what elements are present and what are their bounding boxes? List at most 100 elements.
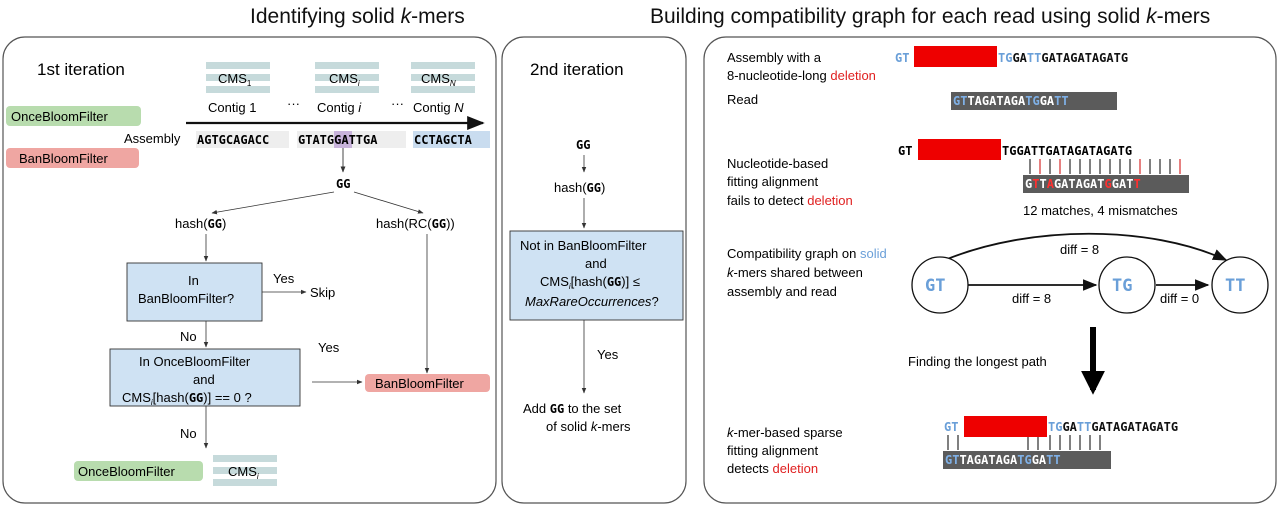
node-tg (1098, 256, 1156, 314)
p3-assembly-label-2: 8-nucleotide-long deletion (727, 68, 876, 83)
p2-kmer-gg: GG (576, 138, 590, 152)
ban-bloom-filter-label: BanBloomFilter (19, 151, 109, 166)
cmsn-stack: CMSN (411, 62, 475, 93)
in-ban-line1: In (188, 273, 199, 288)
svg-text:CMSi: CMSi (228, 464, 259, 481)
assembly-label: Assembly (124, 131, 181, 146)
assembly-seq-contig1: AGTGCAGACC (197, 133, 269, 147)
no-label-1: No (180, 329, 197, 344)
p3-kb-label-3: detects deletion (727, 461, 818, 476)
p3-cg-label-3: assembly and read (727, 284, 837, 299)
p3-kb-label-1: k-mer-based sparse (727, 425, 843, 440)
diff-label-gt-tg: diff = 8 (1012, 291, 1051, 306)
p3-assembly-label-1: Assembly with a (727, 50, 822, 65)
yes-label-2: Yes (318, 340, 340, 355)
yes-label-1: Yes (273, 271, 295, 286)
p3-deletion-block-1 (914, 46, 997, 67)
p3-read-bar-1 (951, 92, 1117, 110)
second-iteration-label: 2nd iteration (530, 60, 624, 79)
p3-nb-label-2: fitting alignment (727, 174, 818, 189)
p2-hash-gg: hash(GG) (554, 180, 605, 195)
p2-box-line1: Not in BanBloomFilter (520, 238, 647, 253)
p3-read-seq-3: GTTAGATAGATGGATT (945, 453, 1061, 467)
panel-compatibility-graph (703, 36, 1277, 504)
ellipsis-1: ··· (287, 96, 300, 111)
in-ban-decision-box (126, 262, 263, 322)
p2-box-line4: MaxRareOccurrences? (525, 294, 659, 309)
p3-nb-assembly-tail: TGGATTGATAGATAGATG (1002, 144, 1132, 158)
p2-add-line2: of solid k-mers (546, 419, 631, 434)
node-gt-label: GT (925, 276, 945, 296)
p3-nb-alignment-ticks (1029, 159, 1181, 174)
svg-text:CMSN: CMSN (421, 71, 456, 88)
p2-yes-label: Yes (597, 347, 619, 362)
p3-kb-alignment-ticks (947, 435, 1101, 450)
p3-assembly-seq-gt: GT (895, 51, 909, 65)
p3-read-label: Read (727, 92, 758, 107)
node-tt-label: TT (1225, 276, 1245, 296)
p2-decision-box (509, 230, 684, 321)
p3-read-seq-2: GTTAGATAGATGGATT (1025, 177, 1141, 191)
p3-read-bar-3 (943, 451, 1111, 469)
once-bloom-filter-label: OnceBloomFilter (11, 109, 108, 124)
cmsi-target-stack: CMSi (213, 455, 277, 486)
panel-second-iteration (501, 36, 687, 504)
node-tg-label: TG (1112, 276, 1132, 296)
hash-gg-label: hash(GG) (175, 216, 226, 231)
svg-text:CMS1: CMS1 (218, 71, 252, 88)
p3-cg-label-2: k-mers shared between (727, 265, 863, 280)
p3-assembly-seq-tail: TGGATTGATAGATAGATG (998, 51, 1128, 65)
p3-kb-assembly-tail: TGGATTGATAGATAGATG (1048, 420, 1178, 434)
once-bloom-filter-target-label: OnceBloomFilter (78, 464, 175, 479)
p2-add-line1: Add GG to the set (523, 401, 622, 416)
skip-label: Skip (310, 285, 335, 300)
cmsi-stack: CMSi (315, 62, 379, 93)
p3-deletion-block-3 (964, 416, 1047, 437)
ban-bloom-filter-target (365, 374, 490, 392)
in-ban-line2: BanBloomFilter? (138, 291, 234, 306)
in-once-line1: In OnceBloomFilter (139, 354, 251, 369)
p3-kb-label-2: fitting alignment (727, 443, 818, 458)
p3-kb-assembly-gt: GT (944, 420, 958, 434)
p3-read-bar-2 (1023, 175, 1189, 193)
title-left: Identifying solid k-mers (250, 5, 465, 28)
p2-box-line2: and (585, 256, 607, 271)
hash-rc-gg-label: hash(RC(GG)) (376, 216, 455, 231)
assembly-seq-contign: CCTAGCTA (414, 133, 473, 147)
ban-bloom-filter-target-label: BanBloomFilter (375, 376, 465, 391)
longest-path-label: Finding the longest path (908, 354, 1047, 369)
kmer-gg: GG (336, 177, 350, 191)
diff-label-tg-tt: diff = 0 (1160, 291, 1199, 306)
p3-nb-assembly-gt: GT (898, 144, 912, 158)
node-gt (911, 256, 969, 314)
node-tt (1211, 256, 1269, 314)
first-iteration-label: 1st iteration (37, 60, 125, 79)
diff-label-top: diff = 8 (1060, 242, 1099, 257)
cms1-stack: CMS1 (206, 62, 270, 93)
assembly-seq-contigi: GTATGGATTGA (298, 133, 378, 147)
p3-cg-label-1: Compatibility graph on solid (727, 246, 887, 261)
svg-text:CMSi: CMSi (329, 71, 360, 88)
contig-1-label: Contig 1 (208, 100, 256, 115)
ellipsis-2: ··· (391, 96, 404, 111)
title-right: Building compatibility graph for each re… (650, 5, 1210, 28)
p3-nb-label-3: fails to detect deletion (727, 193, 853, 208)
contig-i-label: Contig i (317, 100, 362, 115)
contig-n-label: Contig N (413, 100, 464, 115)
in-once-decision-box (109, 348, 301, 407)
once-bloom-filter-badge (6, 106, 141, 126)
edge-gt-tt (944, 232, 1228, 261)
ban-bloom-filter-badge (6, 148, 139, 168)
no-label-2: No (180, 426, 197, 441)
in-once-line3: CMSi[hash(GG)] == 0 ? (122, 390, 252, 407)
p3-match-summary: 12 matches, 4 mismatches (1023, 203, 1178, 218)
p3-nb-label-1: Nucleotide-based (727, 156, 828, 171)
once-bloom-filter-target (74, 461, 203, 481)
p3-deletion-block-2 (918, 139, 1001, 160)
p3-read-seq-1: GTTAGATAGATGGATT (953, 94, 1069, 108)
in-once-line2: and (193, 372, 215, 387)
panel-first-iteration (2, 36, 497, 504)
kmer-highlight (334, 131, 352, 148)
p2-box-line3: CMSi[hash(GG)] ≤ (540, 274, 640, 291)
